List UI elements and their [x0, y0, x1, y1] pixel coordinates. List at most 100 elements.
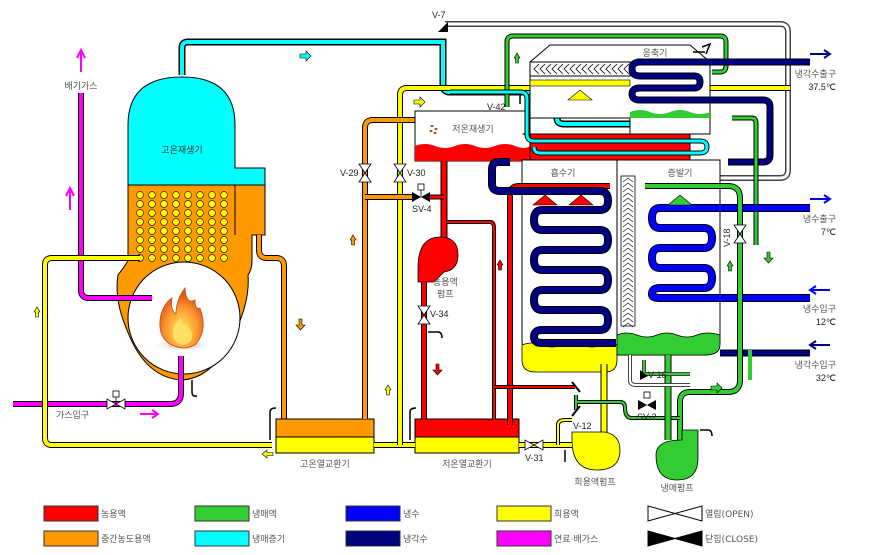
cw-outlet-label: 냉각수출구	[795, 68, 836, 80]
tube-dot	[148, 236, 156, 244]
valve-closed-icon	[647, 530, 703, 547]
pump-label: 농용액	[433, 276, 458, 288]
lp-generator[interactable]	[414, 110, 531, 162]
legend-label: 농용액	[101, 508, 126, 520]
tube-dot	[136, 200, 144, 208]
legend-label: 열림(OPEN)	[705, 508, 754, 520]
cw-outlet-temp: 37.5℃	[808, 82, 836, 92]
absorber-label: 흡수기	[551, 167, 576, 179]
legend-label: 연료·배가스	[554, 534, 598, 545]
valve-v30-icon[interactable]	[393, 163, 407, 183]
refrigerant-bypass-pipe	[574, 395, 680, 420]
refrigerant-pump[interactable]	[655, 429, 699, 481]
flow-arrow-icon	[299, 50, 312, 62]
tube-dot	[220, 236, 228, 244]
tube-dot	[160, 191, 168, 199]
tube-dot	[184, 245, 192, 253]
tube-dot	[208, 191, 216, 199]
valve-sv2-icon[interactable]	[638, 400, 656, 410]
legend-item: 냉각수	[345, 530, 428, 547]
gas-flow-arrow-icon	[140, 409, 160, 419]
valve-v31-icon[interactable]	[524, 439, 544, 451]
tube-dot	[208, 200, 216, 208]
tube-dot	[220, 200, 228, 208]
lp-heat-exchanger[interactable]	[414, 418, 520, 454]
tube-dot	[136, 209, 144, 217]
condenser-solution-bath	[529, 133, 691, 163]
weak-solution-pump[interactable]	[571, 431, 621, 471]
legend-label: 냉각수	[403, 533, 428, 545]
legend-item: 닫힘(CLOSE)	[647, 530, 758, 547]
legend-label: 냉매증기	[252, 534, 285, 545]
legend-item: 냉수	[345, 505, 420, 522]
flow-arrow-up-icon	[513, 52, 521, 64]
tube-dot	[160, 209, 168, 217]
tube-dot	[196, 200, 204, 208]
tube-dot	[160, 200, 168, 208]
valve-label: V-42	[487, 102, 506, 112]
valve-v18-icon[interactable]	[733, 224, 747, 244]
exhaust-arrow-icon	[65, 185, 75, 210]
chw-inlet-label: 냉수입구	[803, 303, 836, 315]
tube-dot	[148, 209, 156, 217]
tube-dot	[136, 245, 144, 253]
condenser[interactable]	[529, 44, 711, 135]
valve-v16-icon[interactable]	[640, 370, 648, 380]
legend-label: 냉수	[403, 509, 420, 520]
spray-nozzle-icon	[667, 194, 693, 206]
hp-heat-exchanger[interactable]	[275, 418, 375, 454]
hp-generator-label: 고온재생기	[161, 145, 202, 156]
valve-label: V-12	[573, 421, 592, 431]
tube-dot	[196, 245, 204, 253]
valve-label: V-29	[340, 168, 359, 178]
flow-arrow-right-icon	[413, 96, 426, 108]
tube-dot	[196, 209, 204, 217]
legend-label: 닫힘(CLOSE)	[705, 533, 758, 545]
tube-dot	[172, 218, 180, 226]
tube-dot	[136, 218, 144, 226]
valve-v7-icon[interactable]	[438, 22, 448, 32]
pump-label: 펌프	[437, 288, 454, 300]
tube-dot	[220, 254, 228, 262]
tube-dot	[208, 218, 216, 226]
flow-arrow-up-icon	[384, 384, 392, 396]
legend-swatch	[194, 505, 250, 522]
legend-item: 희용액	[496, 505, 579, 522]
valve-label: V-34	[430, 309, 449, 319]
tube-dot	[220, 245, 228, 253]
legend-swatch	[496, 505, 552, 522]
tube-dot	[196, 218, 204, 226]
valve-label: SV-2	[637, 412, 657, 422]
flow-arrow-up-icon	[349, 234, 357, 246]
gas-inlet-label: 가스입구	[56, 409, 89, 421]
flow-arrow-down-icon	[763, 251, 774, 264]
legend-label: 중간농도용액	[101, 533, 151, 545]
flow-arrow-right-icon	[710, 382, 723, 394]
legend-item: 농용액	[43, 505, 126, 522]
valve-v29-icon[interactable]	[358, 163, 372, 183]
chw-outlet-temp: 7℃	[821, 227, 836, 237]
tube-dot	[208, 227, 216, 235]
cw-inlet-temp: 32℃	[816, 373, 836, 383]
condenser-label: 응축기	[643, 48, 668, 59]
drain-icon	[191, 380, 198, 397]
hp-hx-label: 고온열교환기	[300, 458, 350, 470]
flame-core	[172, 318, 193, 345]
tube-dot	[136, 236, 144, 244]
tube-dot	[148, 218, 156, 226]
tube-dot	[208, 254, 216, 262]
tube-dot	[172, 245, 180, 253]
legend-item: 냉매증기	[194, 530, 285, 547]
exhaust-label: 배기가스	[64, 81, 97, 92]
drain-icon	[428, 331, 443, 339]
valve-v34-icon[interactable]	[417, 305, 431, 325]
tube-dot	[160, 227, 168, 235]
refrigerant-pump-label: 냉매펌프	[660, 482, 693, 494]
tube-dot	[172, 227, 180, 235]
generator-tubes	[136, 191, 228, 262]
strong-solution-pump[interactable]	[417, 236, 459, 283]
tube-dot	[148, 200, 156, 208]
tube-dot	[208, 209, 216, 217]
tube-dot	[160, 236, 168, 244]
tube-dot	[208, 236, 216, 244]
